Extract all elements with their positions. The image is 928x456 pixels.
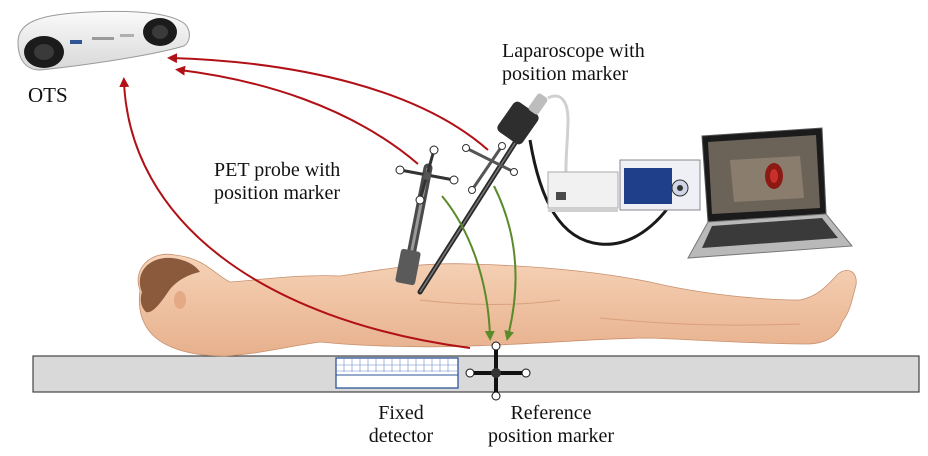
reference-marker-label-line2: position marker [487,425,615,447]
tracking-arrow-pet-probe [175,65,419,165]
reference-marker-label-line1: Reference [510,402,592,424]
registration-arrow-laparoscope [493,185,517,341]
ots-camera-icon [17,10,190,71]
laparoscope-label-line1: Laparoscope with [502,40,645,62]
reference-marker [465,341,531,401]
light-source-unit [547,171,619,212]
pet-probe-label-line2: position marker [214,182,341,204]
registration-arrow-pet-probe [441,195,495,341]
fixed-detector [335,357,459,389]
laparoscope-label-line2: position marker [502,63,629,85]
pet-probe-icon [395,145,459,286]
patient-body [137,253,857,357]
camera-cable [528,139,682,246]
laptop-icon [687,127,853,259]
tracking-arrow-laparoscope [167,53,489,151]
ots-label: OTS [28,83,68,107]
laparoscope-label: Laparoscope with position marker [502,40,645,86]
fixed-detector-label-line1: Fixed [378,402,424,424]
fixed-detector-label: Fixed detector [356,402,446,448]
control-unit-icon [619,159,701,211]
fixed-detector-label-line2: detector [368,425,434,447]
tracking-arrow-reference [119,77,471,349]
pet-probe-label: PET probe with position marker [214,159,340,205]
laparoscope-icon [417,93,548,295]
pet-probe-label-line1: PET probe with [214,159,341,181]
reference-marker-label: Reference position marker [462,402,640,448]
